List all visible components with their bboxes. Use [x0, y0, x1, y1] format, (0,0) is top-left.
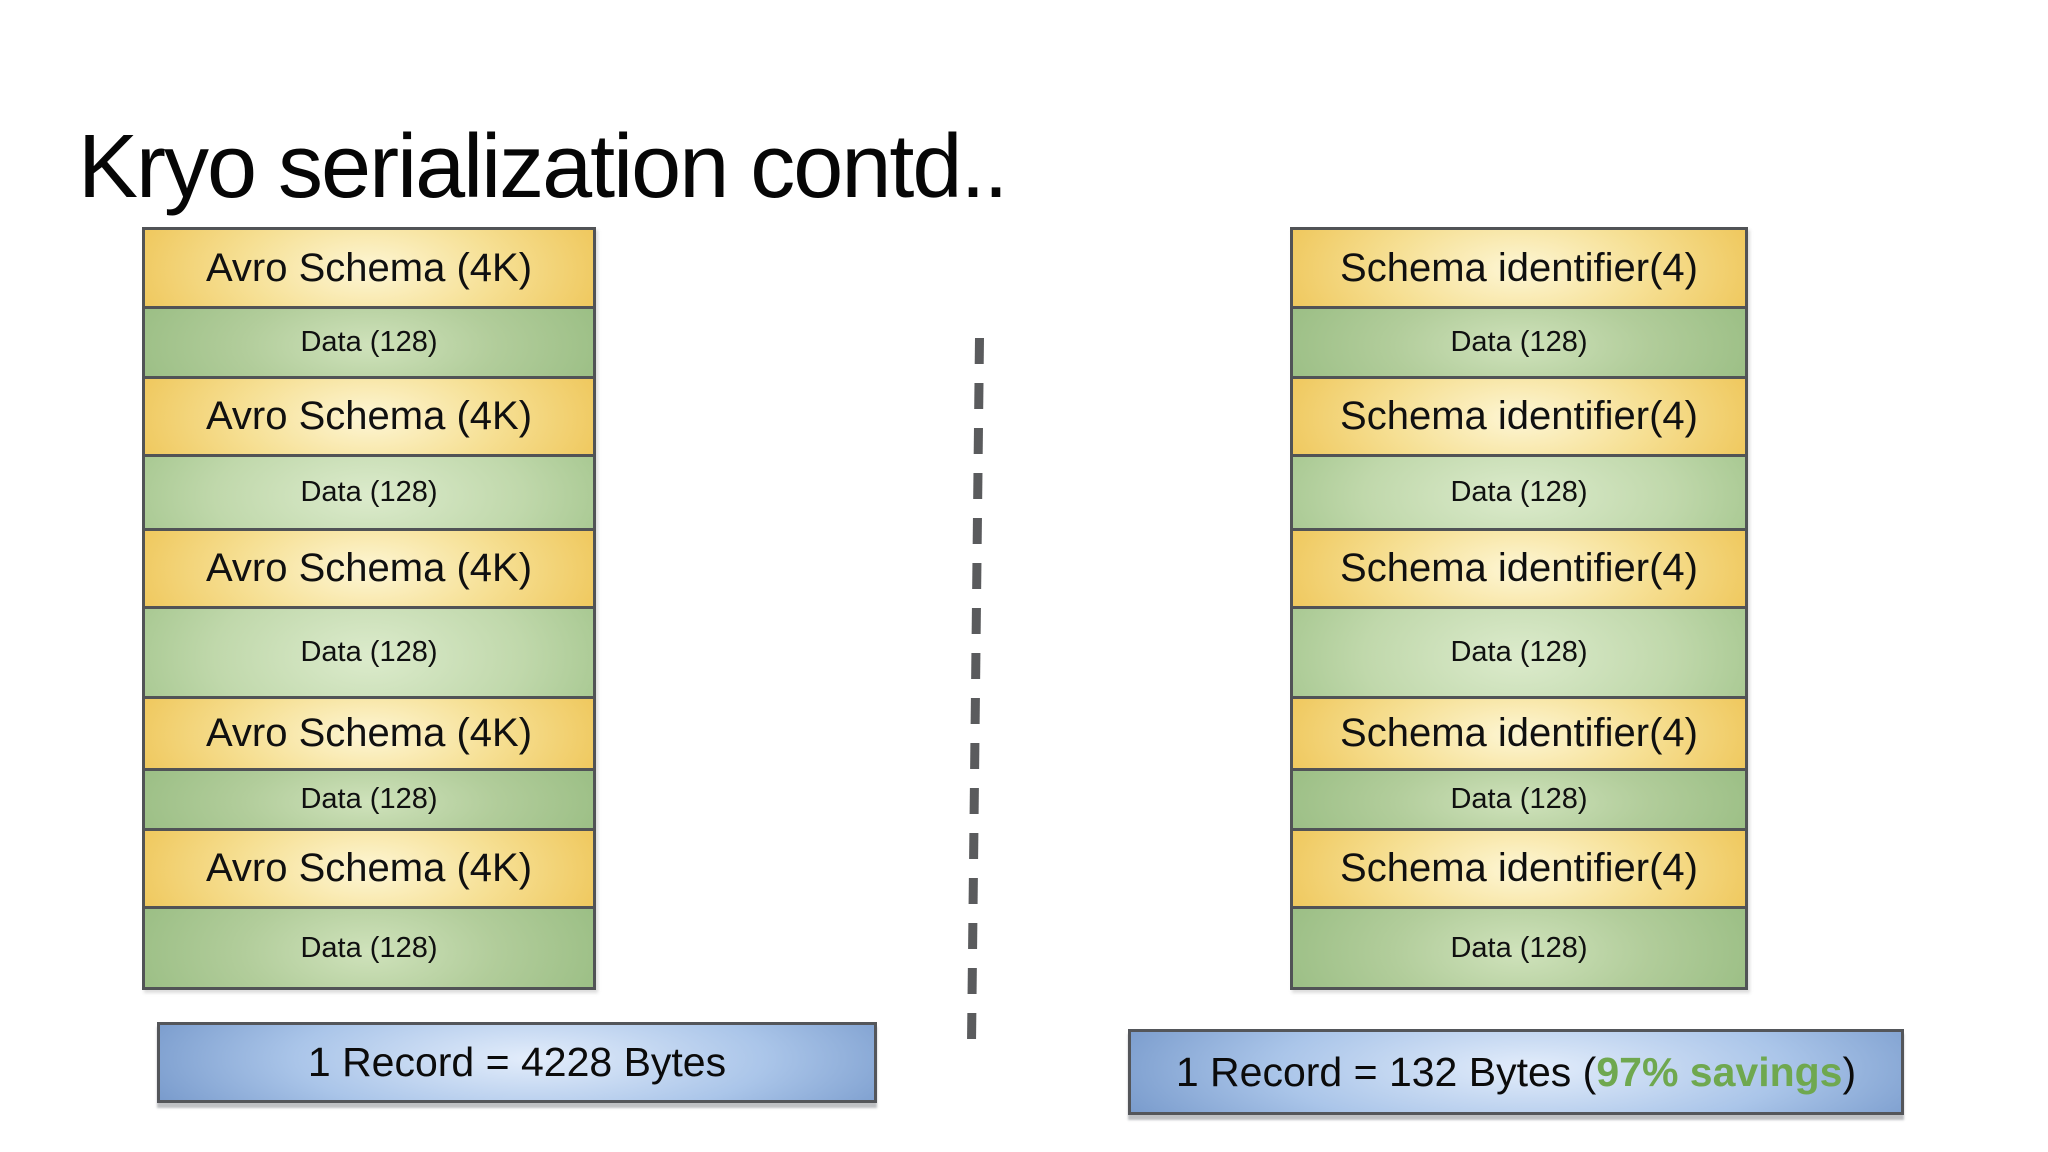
stack-row-data: Data (128)	[145, 606, 593, 696]
dashed-divider-line	[966, 337, 984, 1053]
schema-identifier-stack: Schema identifier(4) Data (128) Schema i…	[1290, 227, 1748, 990]
right-summary-prefix: 1 Record = 132 Bytes (	[1175, 1048, 1597, 1095]
stack-row-data: Data (128)	[145, 768, 593, 828]
stack-row-schema: Avro Schema (4K)	[145, 696, 593, 768]
stack-row-data: Data (128)	[1293, 454, 1745, 528]
right-record-size-summary: 1 Record = 132 Bytes (97% savings)	[1128, 1029, 1904, 1115]
stack-row-data: Data (128)	[145, 306, 593, 376]
stack-row-schema: Schema identifier(4)	[1293, 376, 1745, 454]
stack-row-data: Data (128)	[1293, 768, 1745, 828]
stack-row-schema: Avro Schema (4K)	[145, 376, 593, 454]
stack-row-schema: Avro Schema (4K)	[145, 528, 593, 606]
stack-row-schema: Schema identifier(4)	[1293, 828, 1745, 906]
avro-schema-stack: Avro Schema (4K) Data (128) Avro Schema …	[142, 227, 596, 990]
stack-row-schema: Schema identifier(4)	[1293, 696, 1745, 768]
stack-row-schema: Avro Schema (4K)	[145, 230, 593, 306]
left-summary-text: 1 Record = 4228 Bytes	[307, 1039, 727, 1085]
stack-row-data: Data (128)	[145, 454, 593, 528]
slide-title: Kryo serialization contd..	[78, 117, 1008, 217]
stack-row-data: Data (128)	[1293, 906, 1745, 987]
stack-row-data: Data (128)	[1293, 606, 1745, 696]
stack-row-schema: Schema identifier(4)	[1293, 528, 1745, 606]
stack-row-schema: Schema identifier(4)	[1293, 230, 1745, 306]
savings-highlight: 97% savings	[1596, 1048, 1843, 1095]
stack-row-data: Data (128)	[145, 906, 593, 987]
right-summary-suffix: )	[1842, 1048, 1857, 1095]
left-record-size-summary: 1 Record = 4228 Bytes	[157, 1022, 877, 1103]
stack-row-schema: Avro Schema (4K)	[145, 828, 593, 906]
stack-row-data: Data (128)	[1293, 306, 1745, 376]
